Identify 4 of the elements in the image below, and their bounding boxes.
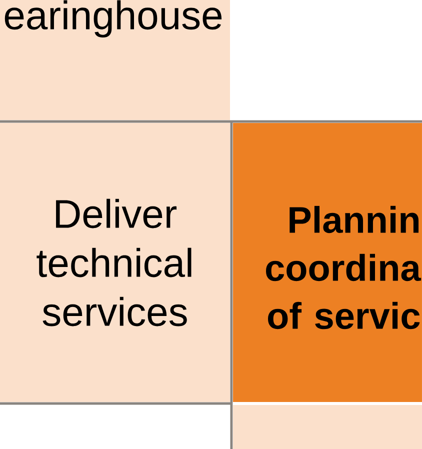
process-box: earinghouse [0, 0, 230, 120]
process-box: Plannin coordina of servic [233, 123, 422, 402]
process-box [233, 405, 422, 449]
process-box: Deliver technical services [0, 123, 230, 402]
